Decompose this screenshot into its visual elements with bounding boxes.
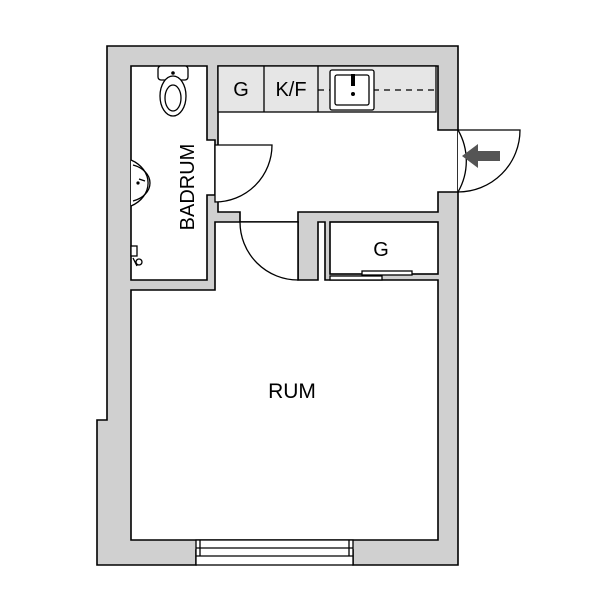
kitchen-counter	[217, 65, 437, 113]
room-label-kitchen-storage: G	[233, 79, 249, 101]
toilet-icon	[157, 65, 189, 117]
closet-floor	[329, 221, 439, 275]
room-label-kitchen: K/F	[275, 79, 306, 101]
window	[195, 539, 354, 566]
sink-icon	[329, 69, 375, 111]
entrance-arrow-icon	[462, 144, 500, 168]
room-label-closet: G	[373, 239, 389, 261]
bathroom-door	[214, 144, 273, 203]
shower-icon	[130, 245, 143, 267]
closet-sliding-doors	[329, 270, 413, 281]
room-label-main: RUM	[268, 380, 316, 403]
room-door	[239, 221, 299, 281]
room-label-bathroom: BADRUM	[177, 144, 199, 231]
entrance-door	[457, 129, 521, 193]
main-room-floor	[130, 221, 439, 541]
washbasin-icon	[130, 159, 151, 207]
